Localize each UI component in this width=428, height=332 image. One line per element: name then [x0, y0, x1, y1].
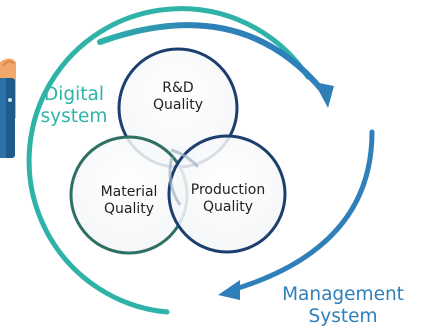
- digital-system-arc: [26, 6, 311, 315]
- upper-cycle-arc: [97, 22, 325, 93]
- material-quality-label: Material Quality: [100, 184, 158, 217]
- lower-arc-arrowhead: [218, 280, 240, 300]
- upper-arc-arrowhead: [314, 82, 334, 108]
- management-system-arc: [229, 129, 375, 293]
- production-quality-label: Production Quality: [190, 182, 266, 215]
- rd-quality-label: R&D Quality: [152, 80, 204, 113]
- person-figure-illustration: [0, 58, 16, 158]
- digital-system-label: Digital system: [40, 84, 108, 128]
- management-system-label: Management System: [282, 284, 404, 328]
